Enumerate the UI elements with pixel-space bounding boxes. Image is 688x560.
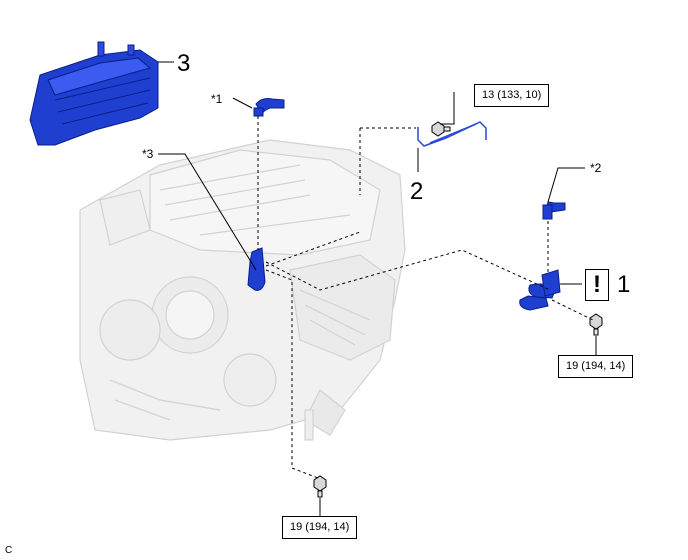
torque-spec-bolt-lower: 19 (194, 14)	[282, 516, 358, 539]
hose-assembly-part-1	[519, 269, 561, 311]
figure-code: C	[5, 545, 13, 556]
leader-lines	[158, 61, 597, 516]
engine-assembly	[79, 139, 406, 441]
callout-ref-3: *3	[142, 147, 154, 161]
callout-part-1: 1	[617, 271, 631, 298]
bolt-icon	[431, 121, 451, 137]
caution-icon: !	[585, 269, 609, 301]
torque-spec-bolt-2: 13 (133, 10)	[474, 84, 550, 107]
bolt-icon	[313, 475, 327, 498]
callout-ref-2: *2	[590, 161, 602, 175]
bracket-part-2	[417, 121, 487, 147]
alignment-lines	[257, 116, 594, 479]
callout-part-3: 3	[177, 50, 191, 77]
callout-part-2: 2	[410, 178, 424, 205]
hose-connector-ref-2	[542, 201, 566, 220]
callout-ref-1: *1	[211, 92, 223, 106]
hose-connector-ref-1	[253, 98, 285, 117]
installed-hose-ref-3	[247, 247, 266, 291]
torque-spec-bolt-1: 19 (194, 14)	[558, 355, 634, 378]
engine-cover-part-3	[29, 41, 159, 146]
bolt-icon	[589, 313, 603, 336]
